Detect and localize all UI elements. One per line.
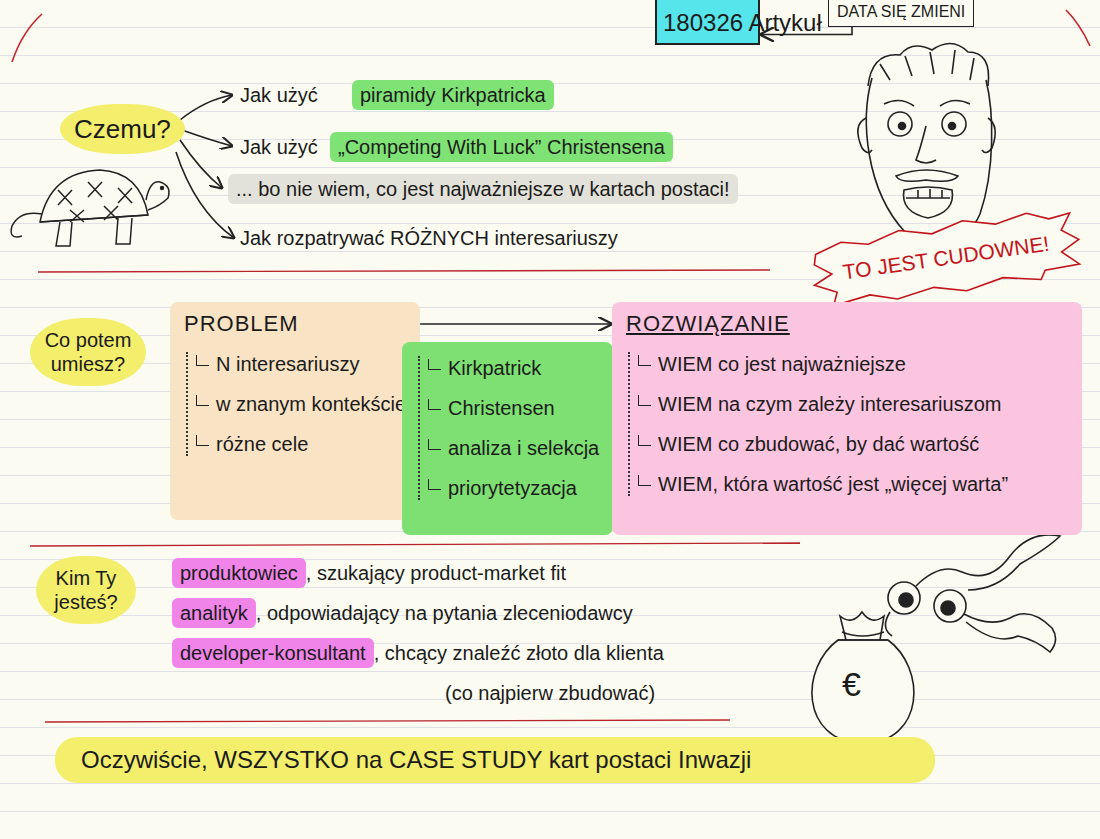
item-list: N interesariuszy w znanym kontekście różne… — [186, 352, 406, 456]
question-blob: Kim Ty jesteś? — [36, 556, 136, 624]
list-item: WIEM co jest najważniejsze — [630, 352, 1068, 376]
highlight: ... bo nie wiem, co jest najważniejsze w… — [228, 174, 738, 204]
role-text: , szukający product-market fit — [306, 561, 566, 585]
turtle-drawing — [11, 170, 169, 246]
line-text: Jak użyć — [240, 135, 318, 159]
list-item: Kirkpatrick — [420, 356, 599, 380]
node-text: developer-konsultant — [180, 641, 366, 665]
node-text: ... bo nie wiem, co jest najważniejsze w… — [236, 177, 730, 201]
problem-box: PROBLEM N interesariuszy w znanym kontekśc… — [170, 302, 420, 520]
face-drawing — [858, 43, 995, 244]
role-highlight: analityk — [172, 598, 256, 628]
node-text: DATA SIĘ ZMIENI — [837, 2, 965, 22]
list-item: w znanym kontekście — [188, 392, 406, 416]
exclamation-bubble: TO JEST CUDOWNE! — [808, 204, 1083, 313]
node-text: Oczywiście, WSZYSTKO na CASE STUDY kart … — [81, 745, 909, 775]
box-heading: PROBLEM — [184, 310, 406, 338]
box-heading: ROZWIĄZANIE — [626, 310, 1068, 338]
list-item: WIEM, która wartość jest „więcej warta” — [630, 472, 1068, 496]
list-item: N interesariuszy — [188, 352, 406, 376]
list-item: WIEM na czym zależy interesariuszom — [630, 392, 1068, 416]
connector-arrow — [420, 323, 611, 325]
list-item: WIEM co zbudować, by dać wartość — [630, 432, 1068, 456]
question-blob: Czemu? — [60, 104, 185, 154]
why-arrows — [176, 95, 234, 238]
node-text: „Competing With Luck” Christensena — [338, 135, 665, 159]
list-item: analiza i selekcja — [420, 436, 599, 460]
list-item: Christensen — [420, 396, 599, 420]
highlight: „Competing With Luck” Christensena — [330, 132, 673, 162]
list-item: priorytetyzacja — [420, 476, 599, 500]
node-text: produktowiec — [180, 561, 298, 585]
snakes-drawing — [885, 535, 1060, 652]
list-item: różne cele — [188, 432, 406, 456]
node-text: piramidy Kirkpatricka — [360, 83, 546, 107]
euro-sign: € — [842, 664, 861, 704]
role-highlight: developer-konsultant — [172, 638, 374, 668]
node-text: Czemu? — [74, 114, 171, 144]
callout-box: DATA SIĘ ZMIENI — [828, 0, 974, 27]
node-text: 180326 Artykuł — [663, 9, 752, 37]
summary-band: Oczywiście, WSZYSTKO na CASE STUDY kart … — [55, 737, 935, 783]
method-box: KirkpatrickChristensen analiza i selekcja… — [402, 342, 613, 535]
question-blob: Co potem umiesz? — [30, 318, 146, 386]
line-text: Jak użyć — [240, 83, 318, 107]
solution-box: ROZWIĄZANIEWIEM co jest najważniejszeWIE… — [612, 302, 1082, 535]
money-bag-drawing — [812, 612, 914, 744]
item-list: WIEM co jest najważniejszeWIEM na czym z… — [628, 352, 1068, 496]
role-text: , odpowiadający na pytania zleceniodawcy — [256, 601, 633, 625]
spiky-outline — [808, 205, 1083, 311]
node-text: analityk — [180, 601, 248, 625]
role-text: , chcący znaleźć złoto dla klienta — [374, 641, 664, 665]
node-text: Co potem umiesz? — [44, 328, 132, 376]
connector-arrow — [761, 27, 852, 34]
highlight: piramidy Kirkpatricka — [352, 80, 554, 110]
node-text: Kim Ty jesteś? — [50, 566, 122, 614]
role-text: (co najpierw zbudować) — [445, 681, 655, 705]
line-text: Jak rozpatrywać RÓŻNYCH interesariuszy — [240, 226, 618, 250]
item-list: KirkpatrickChristensen analiza i selekcja… — [418, 356, 599, 500]
role-highlight: produktowiec — [172, 558, 306, 588]
date-box: 180326 Artykuł — [655, 0, 760, 45]
